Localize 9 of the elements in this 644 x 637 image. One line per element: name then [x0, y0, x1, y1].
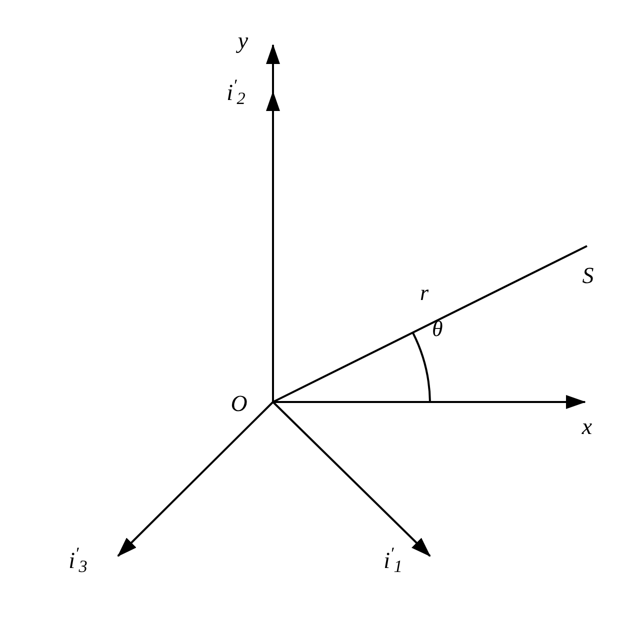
arrow — [117, 401, 274, 557]
arrow — [272, 401, 431, 557]
edge-label: r — [420, 282, 429, 304]
axis-label: y — [232, 26, 254, 54]
arrow — [273, 395, 586, 409]
axis-label: S — [576, 260, 600, 290]
axis-label: x — [576, 412, 598, 440]
angle-label: θ — [432, 318, 443, 340]
axis-label: O — [226, 388, 252, 418]
